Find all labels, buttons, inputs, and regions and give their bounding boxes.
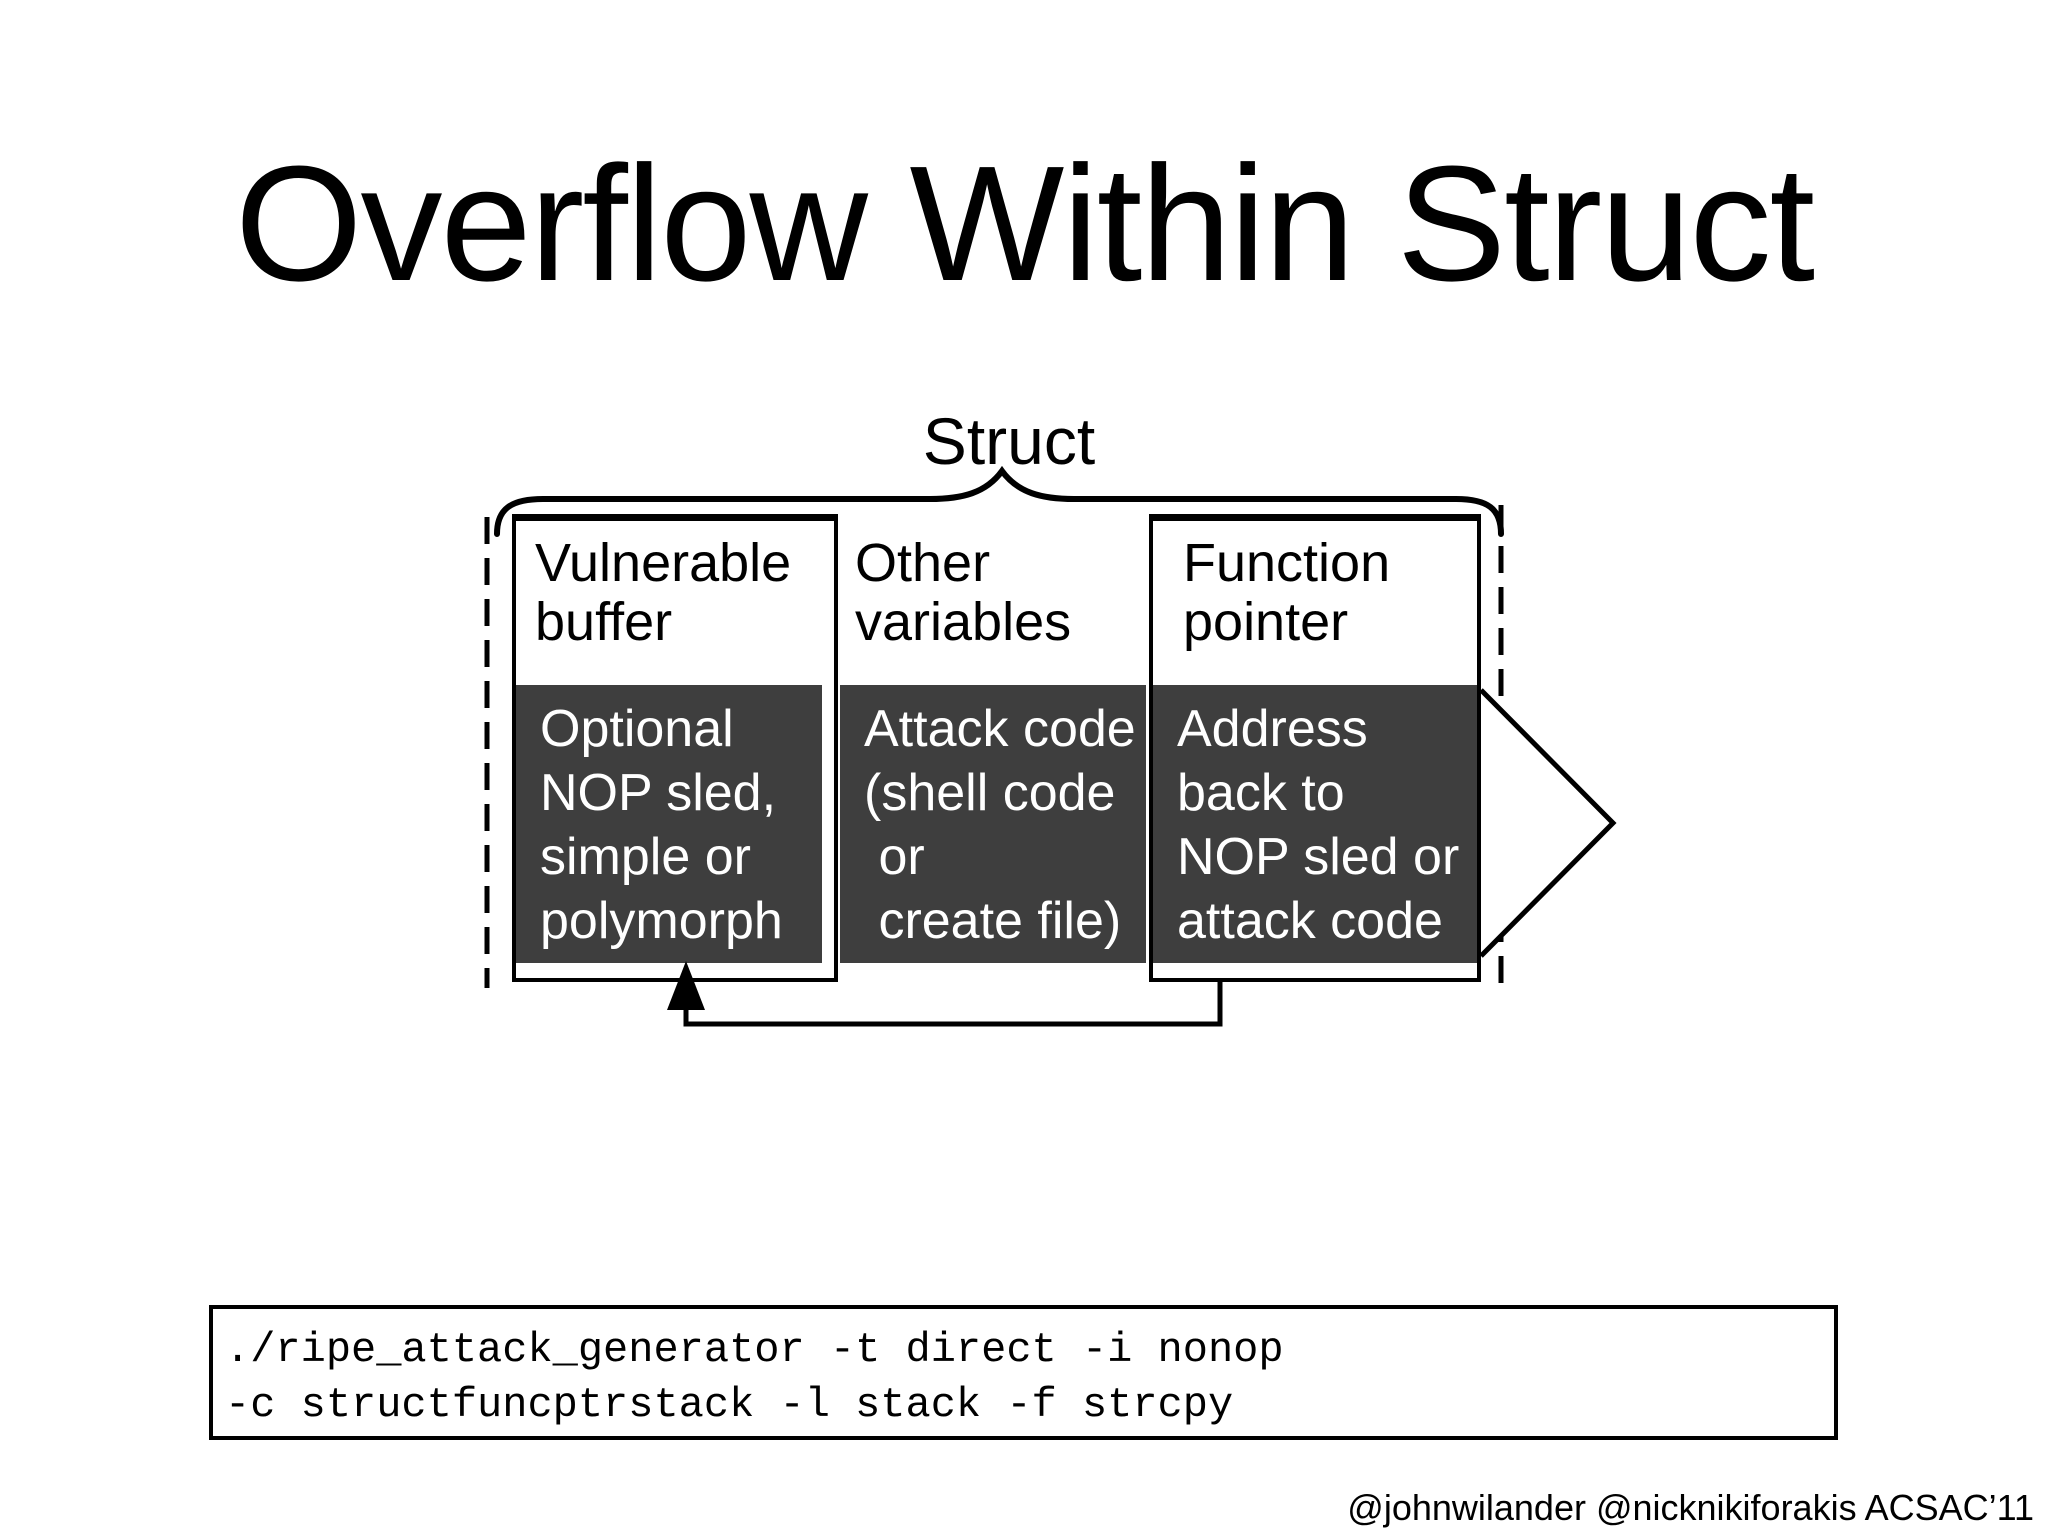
struct-brace-icon [494, 465, 1504, 537]
column-header-function-pointer: Function pointer [1183, 533, 1391, 652]
command-text: ./ripe_attack_generator -t direct -i non… [225, 1326, 1284, 1429]
column-header-vulnerable-buffer: Vulnerable buffer [535, 533, 792, 652]
slide-title: Overflow Within Struct [234, 132, 1815, 315]
overlay-function-pointer: Address back to NOP sled or attack code [1153, 685, 1477, 963]
pointer-loop-arrowhead-icon [667, 961, 705, 1010]
overlay-other-variables: Attack code (shell code or create file) [840, 685, 1146, 963]
overflow-direction-arrow-icon [1479, 688, 1617, 958]
pointer-loop-arrow [683, 982, 1223, 1027]
credit-line: @johnwilander @nicknikiforakis ACSAC’11 [1347, 1487, 2034, 1528]
column-header-other-variables: Other variables [855, 533, 1072, 652]
overlay-vulnerable-buffer: Optional NOP sled, simple or polymorph [516, 685, 822, 963]
struct-label: Struct [922, 404, 1096, 478]
command-box: ./ripe_attack_generator -t direct -i non… [209, 1305, 1838, 1440]
